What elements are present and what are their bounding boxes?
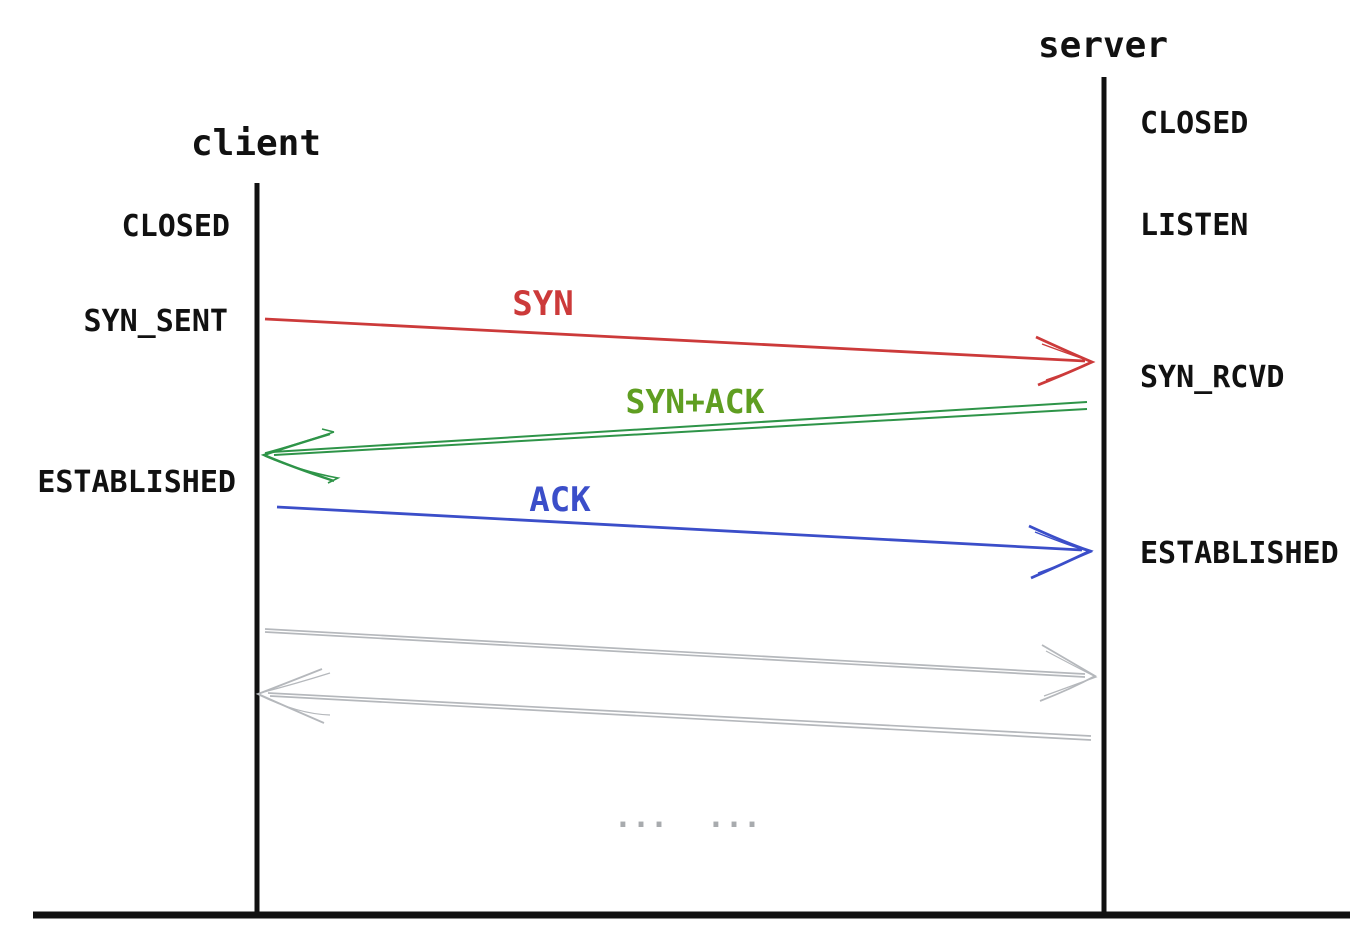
data-arrow-left-arrowhead bbox=[255, 668, 325, 724]
server-state-syn-rcvd: SYN_RCVD bbox=[1140, 360, 1285, 395]
syn-ack-line-2 bbox=[273, 408, 1088, 456]
client-state-closed: CLOSED bbox=[122, 209, 230, 244]
client-state-syn-sent: SYN_SENT bbox=[84, 304, 229, 339]
lifelines bbox=[33, 77, 1350, 919]
syn-ack-label: SYN+ACK bbox=[625, 382, 764, 421]
ack-arrow bbox=[276, 505, 1094, 580]
ellipsis-left: ... bbox=[614, 800, 668, 835]
server-state-established: ESTABLISHED bbox=[1140, 536, 1339, 571]
data-arrow-right-line-1 bbox=[264, 628, 1086, 675]
data-arrow-right bbox=[264, 628, 1098, 702]
ack-arrow-line bbox=[276, 505, 1083, 552]
server-state-listen: LISTEN bbox=[1140, 208, 1248, 243]
data-arrow-right-arrowhead-sketch bbox=[1043, 650, 1098, 697]
data-arrow-right-line-2 bbox=[264, 631, 1086, 678]
ack-arrowhead-sketch bbox=[1034, 531, 1094, 574]
data-arrow-left-line-1 bbox=[267, 692, 1092, 737]
syn-arrowhead-sketch bbox=[1041, 343, 1095, 381]
syn-ack-arrowhead-sketch-bottom bbox=[264, 455, 341, 484]
syn-ack-arrow bbox=[260, 401, 1088, 484]
ack-label: ACK bbox=[529, 480, 591, 520]
syn-label: SYN bbox=[512, 284, 573, 324]
syn-arrow bbox=[264, 317, 1096, 387]
syn-arrow-line bbox=[264, 317, 1086, 363]
client-title: client bbox=[191, 123, 321, 164]
syn-ack-arrowhead-sketch-top bbox=[264, 428, 335, 454]
ellipsis-right: ... bbox=[707, 800, 761, 835]
server-title: server bbox=[1038, 25, 1168, 66]
data-arrow-left-arrowhead-sketch-bottom bbox=[258, 694, 331, 716]
client-state-established: ESTABLISHED bbox=[37, 465, 236, 500]
data-arrow-left-line-2 bbox=[269, 695, 1092, 741]
server-state-closed: CLOSED bbox=[1140, 106, 1248, 141]
syn-ack-line-1 bbox=[271, 401, 1088, 453]
syn-ack-arrowhead bbox=[260, 432, 335, 483]
data-arrow-left bbox=[255, 668, 1092, 741]
data-arrow-left-arrowhead-sketch-top bbox=[259, 672, 331, 694]
